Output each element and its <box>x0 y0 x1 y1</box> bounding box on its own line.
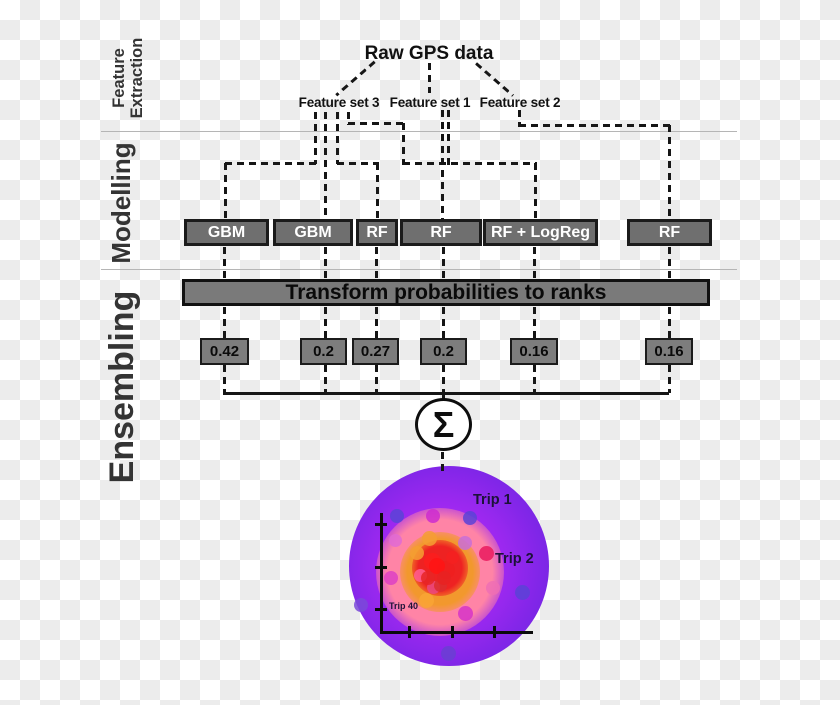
feature-set-1-label: Feature set 1 <box>389 95 471 110</box>
dashed-connector <box>441 365 445 393</box>
sigma-sum-icon: Σ <box>415 398 472 451</box>
feature-set-2-label: Feature set 2 <box>479 95 561 110</box>
dashed-connector <box>323 365 327 393</box>
dashed-connector <box>313 112 317 164</box>
dashed-connector <box>335 112 339 164</box>
scatter-dot <box>463 511 477 525</box>
model-box-rf-1: RF <box>356 219 398 246</box>
dashed-connector <box>346 112 350 125</box>
score-box-4: 0.2 <box>420 338 467 365</box>
y-axis-tick <box>375 566 387 569</box>
y-axis-tick <box>375 523 387 526</box>
trip-40-label: Trip 40 <box>389 601 419 611</box>
x-axis-tick <box>451 626 454 638</box>
scatter-dot <box>421 571 435 585</box>
x-axis-tick <box>408 626 411 638</box>
dashed-connector <box>532 247 536 279</box>
dashed-connector <box>335 60 376 97</box>
dashed-connector <box>441 452 444 471</box>
dashed-connector <box>222 365 226 393</box>
dashed-connector <box>374 307 378 339</box>
trip-1-label: Trip 1 <box>473 492 512 508</box>
dashed-connector <box>222 307 226 339</box>
scatter-dot <box>514 584 530 600</box>
dashed-connector <box>667 125 671 219</box>
x-axis-tick <box>493 626 496 638</box>
dashed-connector <box>323 307 327 339</box>
dashed-connector <box>337 161 379 165</box>
scatter-dot <box>437 571 451 585</box>
score-box-3: 0.27 <box>352 338 399 365</box>
scatter-dot <box>389 509 404 523</box>
dashed-connector <box>667 365 671 393</box>
scatter-dot <box>425 509 440 523</box>
dashed-connector <box>447 110 450 165</box>
model-box-rf-logreg: RF + LogReg <box>483 219 598 246</box>
sum-collector-line <box>223 392 669 395</box>
plot-x-axis <box>380 631 533 634</box>
scatter-dot <box>458 536 472 550</box>
section-divider <box>101 131 737 132</box>
scatter-dot <box>440 645 456 661</box>
scatter-dot <box>383 571 398 585</box>
transform-bar: Transform probabilities to ranks <box>182 279 710 306</box>
trip-2-label: Trip 2 <box>495 551 534 567</box>
score-box-2: 0.2 <box>300 338 347 365</box>
scatter-dot <box>486 581 500 595</box>
dashed-connector <box>667 247 671 279</box>
dashed-connector <box>223 163 227 219</box>
dashed-connector <box>427 63 431 93</box>
dashed-connector <box>441 247 445 279</box>
dashed-connector <box>324 112 327 219</box>
model-box-gbm-1: GBM <box>184 219 269 246</box>
dashed-connector <box>519 123 670 127</box>
plot-y-axis <box>380 513 383 634</box>
section-label-feature-extraction: Feature Extraction <box>110 28 148 128</box>
dashed-connector <box>401 123 405 165</box>
dashed-connector <box>348 121 405 125</box>
scatter-dot <box>421 530 437 546</box>
dashed-connector <box>667 307 671 339</box>
dashed-connector <box>225 161 317 165</box>
sum-collector-stub <box>442 392 445 400</box>
dashed-connector <box>222 247 226 279</box>
score-box-1: 0.42 <box>200 338 249 365</box>
dashed-connector <box>517 110 521 127</box>
dashed-connector <box>533 163 537 219</box>
model-box-gbm-2: GBM <box>273 219 353 246</box>
dashed-connector <box>323 247 327 279</box>
scatter-dot <box>353 598 368 612</box>
scatter-dot <box>429 558 445 574</box>
raw-gps-data-label: Raw GPS data <box>364 43 494 64</box>
dashed-connector <box>374 365 378 393</box>
scatter-dot <box>410 546 424 560</box>
scatter-dot <box>388 533 402 547</box>
dashed-connector <box>475 61 514 97</box>
scatter-dot <box>457 605 473 621</box>
feature-extraction-line2: Extraction <box>128 37 146 119</box>
dashed-connector <box>403 161 537 165</box>
dashed-connector <box>374 247 378 279</box>
feature-extraction-line1: Feature <box>110 48 128 108</box>
dashed-connector <box>375 163 379 219</box>
feature-set-3-label: Feature set 3 <box>298 95 380 110</box>
y-axis-tick <box>375 608 387 611</box>
model-box-rf-3: RF <box>627 219 712 246</box>
scatter-dot <box>445 550 459 564</box>
dashed-connector <box>440 110 444 219</box>
scatter-dot <box>479 545 495 561</box>
section-divider <box>101 269 737 270</box>
scatter-dot <box>418 592 434 608</box>
prediction-plot: Trip 1 Trip 2 Trip 40 <box>349 466 549 666</box>
score-box-6: 0.16 <box>645 338 693 365</box>
dashed-connector <box>441 307 445 339</box>
section-label-modelling: Modelling <box>106 142 136 264</box>
dashed-connector <box>532 365 536 393</box>
model-box-rf-2: RF <box>400 219 482 246</box>
section-label-ensembling: Ensembling <box>103 290 141 484</box>
dashed-connector <box>532 307 536 339</box>
score-box-5: 0.16 <box>510 338 558 365</box>
